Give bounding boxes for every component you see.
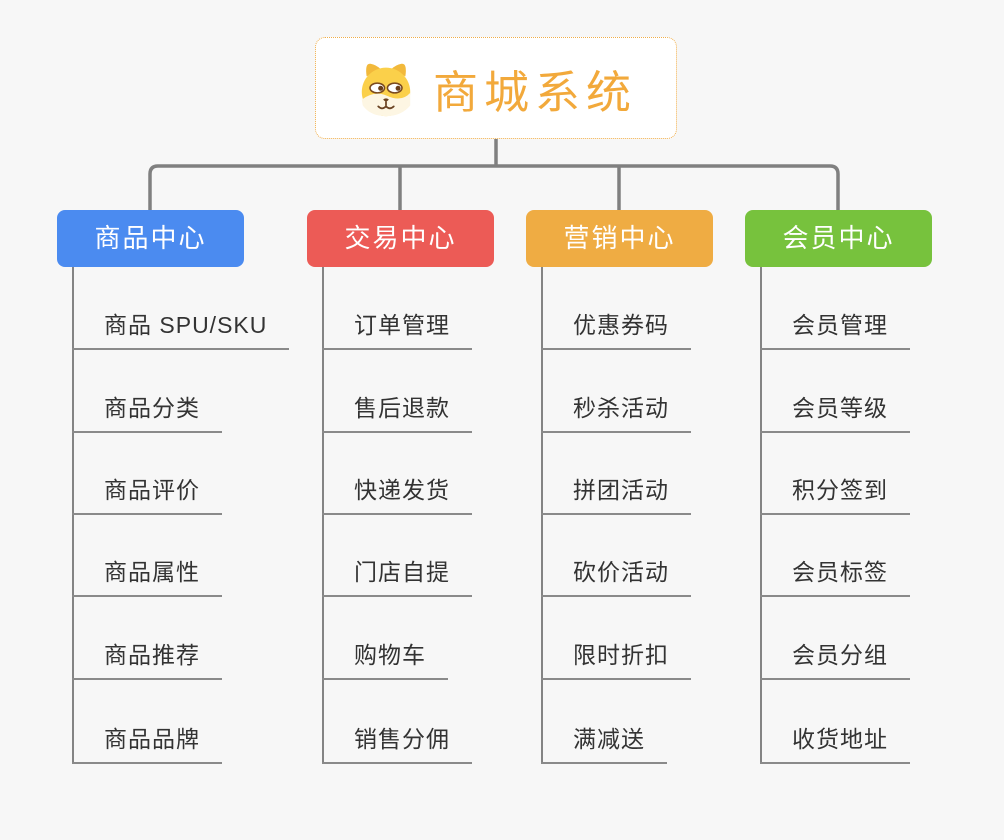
leaf-node[interactable]: 优惠券码 xyxy=(541,310,691,350)
branch-rail-line xyxy=(148,164,840,211)
root-title: 商城系统 xyxy=(432,66,637,118)
leaf-node[interactable]: 会员管理 xyxy=(760,310,910,350)
branch-column-marketing: 营销中心 优惠券码 秒杀活动 拼团活动 砍价活动 限时折扣 满减送 xyxy=(526,210,786,810)
leaf-node[interactable]: 商品评价 xyxy=(72,475,222,515)
leaf-node[interactable]: 积分签到 xyxy=(760,475,910,515)
leaf-node[interactable]: 会员分组 xyxy=(760,640,910,680)
branch-column-trade: 交易中心 订单管理 售后退款 快递发货 门店自提 购物车 销售分佣 xyxy=(307,210,567,810)
leaf-node[interactable]: 秒杀活动 xyxy=(541,393,691,433)
branch-column-member: 会员中心 会员管理 会员等级 积分签到 会员标签 会员分组 收货地址 xyxy=(745,210,1004,810)
leaf-node[interactable]: 售后退款 xyxy=(322,393,472,433)
branch-node-marketing-center[interactable]: 营销中心 xyxy=(526,210,713,267)
leaf-node[interactable]: 会员等级 xyxy=(760,393,910,433)
leaf-node[interactable]: 收货地址 xyxy=(760,724,910,764)
branch-node-trade-center[interactable]: 交易中心 xyxy=(307,210,494,267)
branch-node-product-center[interactable]: 商品中心 xyxy=(57,210,244,267)
leaf-node[interactable]: 订单管理 xyxy=(322,310,472,350)
leaf-node[interactable]: 会员标签 xyxy=(760,557,910,597)
leaf-node[interactable]: 满减送 xyxy=(541,724,667,764)
leaf-node[interactable]: 商品属性 xyxy=(72,557,222,597)
leaf-node[interactable]: 商品推荐 xyxy=(72,640,222,680)
leaf-node[interactable]: 快递发货 xyxy=(322,475,472,515)
branch-column-product: 商品中心 商品 SPU/SKU 商品分类 商品评价 商品属性 商品推荐 商品品牌 xyxy=(57,210,317,810)
leaf-node[interactable]: 砍价活动 xyxy=(541,557,691,597)
branch-node-member-center[interactable]: 会员中心 xyxy=(745,210,932,267)
root-node[interactable]: 商城系统 xyxy=(315,37,677,139)
dog-face-icon xyxy=(361,63,411,117)
leaf-node[interactable]: 购物车 xyxy=(322,640,448,680)
leaf-node[interactable]: 限时折扣 xyxy=(541,640,691,680)
leaf-node[interactable]: 商品品牌 xyxy=(72,724,222,764)
leaf-node[interactable]: 销售分佣 xyxy=(322,724,472,764)
leaf-node[interactable]: 拼团活动 xyxy=(541,475,691,515)
leaf-node[interactable]: 门店自提 xyxy=(322,557,472,597)
leaf-node[interactable]: 商品分类 xyxy=(72,393,222,433)
leaf-node[interactable]: 商品 SPU/SKU xyxy=(72,310,290,350)
